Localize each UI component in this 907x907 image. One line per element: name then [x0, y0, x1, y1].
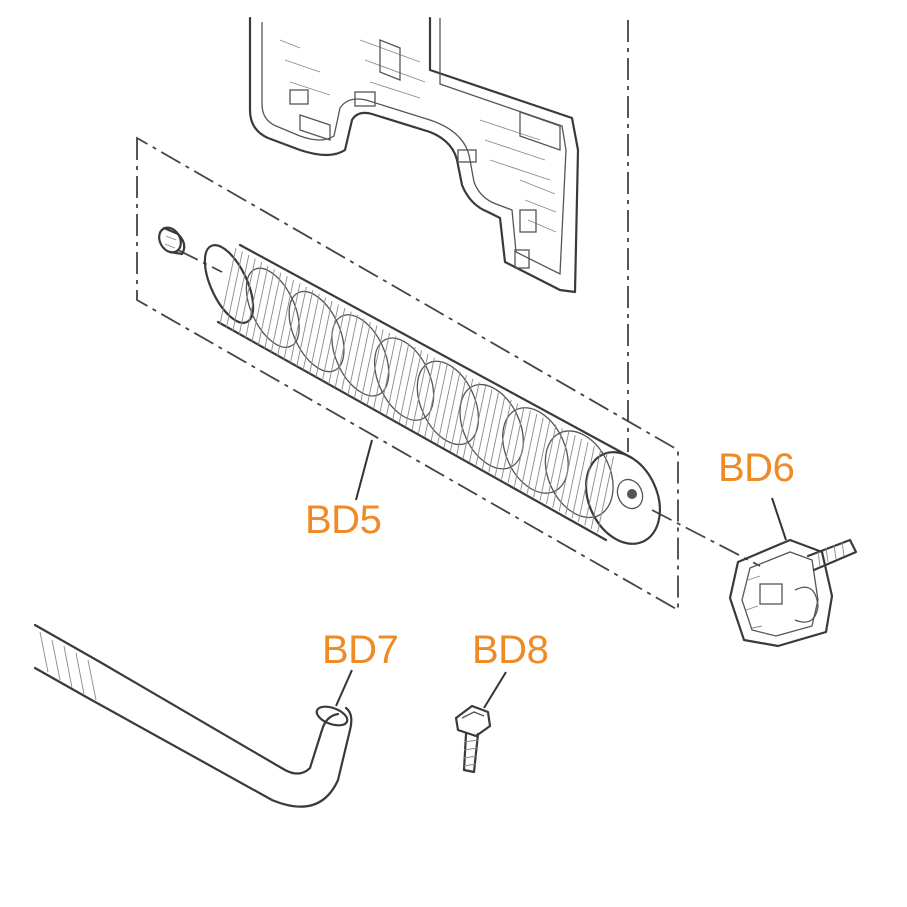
fan-blade-line	[545, 428, 563, 505]
leader-line-bd8	[483, 671, 507, 709]
fan-blade-line	[392, 343, 410, 420]
fan-blade-line	[565, 438, 583, 515]
fan-blade-line	[296, 290, 314, 367]
fan-blade-line	[245, 262, 263, 339]
fan-blade-line	[379, 336, 397, 413]
fan-blade-line	[513, 410, 531, 487]
fan-blade-line	[590, 452, 608, 530]
fan-blade-line	[398, 346, 416, 424]
fan-blade-line	[257, 269, 275, 346]
fan-blade-line	[456, 378, 474, 455]
fan-blade-line	[405, 350, 423, 427]
fan-blade-line	[328, 307, 346, 385]
fan-blade-line	[533, 421, 551, 498]
fan-blade-line	[411, 353, 429, 431]
cross-flow-fan	[203, 243, 661, 545]
fan-blade-line	[552, 431, 570, 508]
fan-blade-line	[443, 371, 461, 448]
callout-bd8: BD8	[472, 628, 548, 672]
fan-blade-line	[334, 311, 352, 388]
fan-axis-line	[177, 249, 761, 567]
callout-bd7: BD7	[322, 628, 398, 672]
screw	[454, 704, 492, 774]
chassis-bracket	[248, 16, 580, 294]
leader-line-bd5	[355, 439, 373, 501]
fan-blade-line	[321, 304, 339, 381]
fan-blade-line	[526, 417, 544, 494]
fan-blade-line	[315, 300, 333, 378]
fan-blade-line	[597, 456, 615, 533]
fan-blade-line	[449, 375, 467, 452]
fan-segment-ring	[373, 337, 435, 421]
fan-segment-ring	[331, 314, 390, 397]
leader-line-bd7	[335, 669, 353, 707]
fan-blade-line	[494, 399, 512, 477]
fan-blade-line	[539, 424, 557, 501]
fan-blade-line	[270, 276, 288, 353]
fan-blade-line	[520, 413, 538, 491]
fan-blade-line	[417, 357, 435, 434]
fan-blade-line	[219, 247, 237, 325]
fan-segment-ring	[245, 267, 300, 348]
fan-blade-line	[507, 406, 525, 484]
fan-blade-line	[283, 283, 301, 360]
fan-blade-line	[571, 442, 589, 519]
fan-assembly-boundary	[136, 136, 679, 612]
fan-blade-line	[430, 364, 448, 441]
callout-bd5: BD5	[305, 498, 381, 542]
fan-blade-line	[232, 254, 250, 332]
fan-blade-line	[558, 435, 576, 512]
fan-blade-line	[302, 293, 320, 371]
fan-blade-line	[385, 339, 403, 416]
leader-line-bd6	[771, 497, 787, 541]
fan-blade-line	[501, 403, 519, 480]
fan-blade-line	[238, 258, 256, 335]
fan-blade-line	[289, 286, 307, 363]
fan-blade-line	[366, 329, 384, 406]
fan-blade-line	[481, 392, 499, 469]
fan-blade-line	[353, 322, 371, 399]
fan-blade-line	[437, 368, 455, 445]
fan-blade-line	[469, 385, 487, 462]
fan-blade-line	[309, 297, 327, 374]
fan-bearing-bushing	[158, 226, 186, 256]
fan-blade-line	[360, 325, 378, 402]
fan-blade-line	[347, 318, 365, 395]
fan-blade-line	[488, 396, 506, 473]
fan-blade-line	[225, 251, 243, 328]
fan-blade-line	[584, 449, 602, 526]
fan-blade-line	[462, 382, 480, 459]
fan-blade-line	[341, 315, 359, 392]
fan-blade-line	[264, 272, 282, 349]
fan-blade-line	[277, 279, 295, 356]
fan-blade-line	[475, 389, 493, 466]
fan-blade-line	[251, 265, 269, 342]
fan-blade-line	[424, 360, 442, 438]
fan-motor	[728, 538, 858, 648]
fan-blade-line	[373, 332, 391, 409]
callout-bd6: BD6	[718, 446, 794, 490]
fan-blade-line	[577, 445, 595, 522]
drain-hose	[33, 623, 353, 808]
fan-segment-ring	[544, 430, 614, 519]
